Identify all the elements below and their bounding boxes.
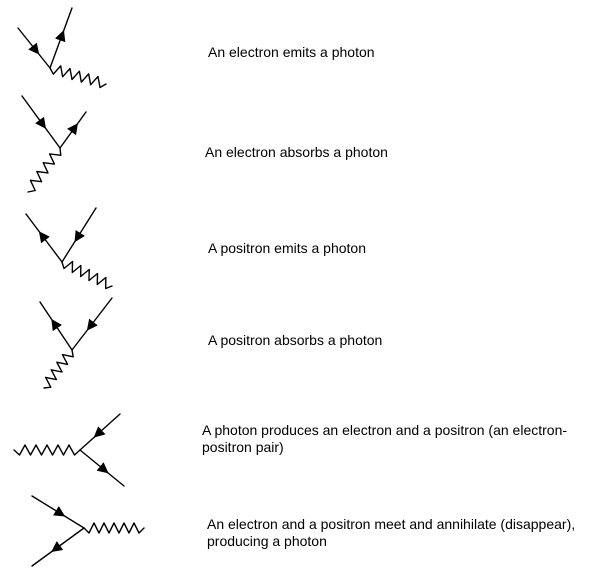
caption-pair-annihilation: An electron and a positron meet and anni… — [207, 516, 576, 549]
positron-in-line-arrow — [38, 231, 50, 244]
photon-line — [49, 65, 107, 89]
photon-line — [61, 260, 113, 290]
caption-electron-emits-photon: An electron emits a photon — [208, 44, 375, 60]
caption-positron-emits-photon: A positron emits a photon — [208, 240, 366, 256]
electron-line-arrow — [96, 462, 109, 474]
caption-pair-production: A photon produces an electron and a posi… — [202, 422, 568, 455]
positron-in-line-arrow — [51, 318, 62, 332]
positron-out-line-arrow — [74, 229, 85, 243]
positron-out-line-arrow — [86, 318, 98, 331]
caption-positron-absorbs-photon: A positron absorbs a photon — [208, 332, 383, 348]
photon-line — [43, 349, 74, 389]
positron-line-arrow — [93, 426, 106, 438]
electron-in-line-arrow — [35, 116, 47, 129]
positron-line-arrow — [51, 541, 64, 553]
caption-electron-absorbs-photon: An electron absorbs a photon — [205, 144, 388, 160]
electron-out-line-arrow — [67, 123, 78, 136]
electron-out-line-arrow — [54, 30, 66, 43]
photon-line — [83, 522, 145, 534]
electron-in-line-arrow — [28, 42, 40, 55]
electron-line-arrow — [52, 506, 66, 517]
photon-line — [27, 147, 62, 193]
photon-line — [13, 444, 81, 456]
